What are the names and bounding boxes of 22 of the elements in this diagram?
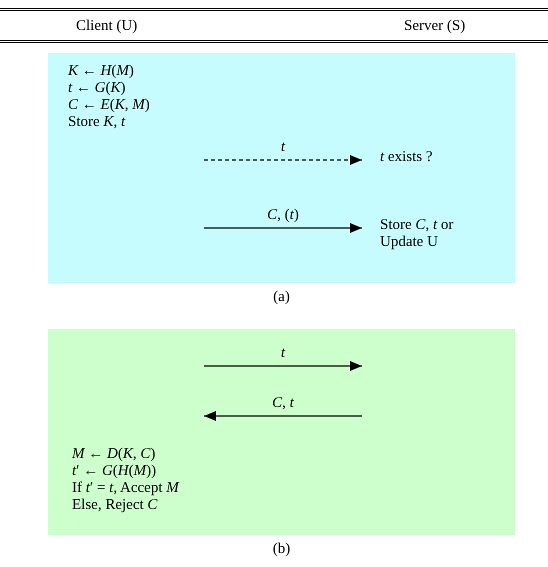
arrow	[204, 155, 362, 165]
arrow	[204, 223, 362, 233]
step-text: Store K, t	[68, 114, 126, 131]
column-heading: Server (S)	[404, 18, 466, 35]
panel-background	[48, 53, 515, 283]
edge-label: C, t	[271, 395, 295, 412]
message-label: t	[280, 345, 286, 362]
step-text: Else, Reject C	[72, 497, 158, 514]
column-heading: Client (U)	[76, 18, 138, 35]
arrow	[204, 411, 362, 421]
step-text: t′ ← G(H(M))	[72, 463, 158, 480]
step-text: C ← E(K, M)	[68, 97, 150, 114]
edge-label: C, (t)	[266, 207, 300, 224]
step-text: t ← G(K)	[68, 80, 127, 97]
step-text: t exists ?	[380, 149, 490, 166]
edge-label: t	[280, 139, 286, 156]
step-text: If t′ = t, Accept M	[72, 480, 179, 497]
panel-caption: (b)	[272, 541, 292, 558]
panel-background	[48, 329, 515, 535]
step-text: M ← D(K, C)	[72, 446, 156, 463]
step-text: K ← H(M)	[68, 63, 135, 80]
panel-caption: (a)	[272, 289, 291, 306]
